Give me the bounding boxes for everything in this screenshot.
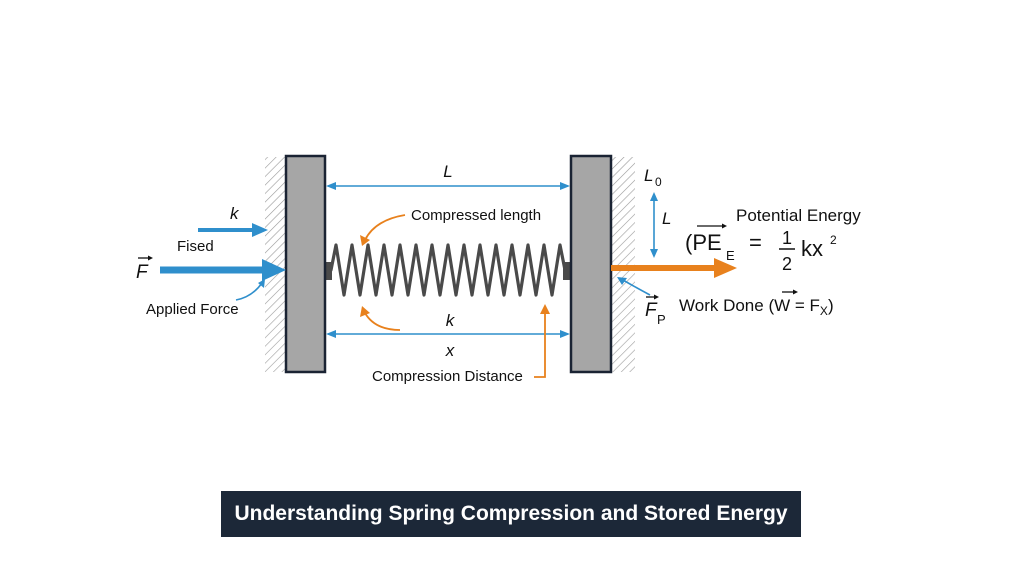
vector-arrow-F	[138, 255, 153, 261]
kx-exponent: 2	[830, 233, 837, 247]
caption-bar: Understanding Spring Compression and Sto…	[221, 491, 801, 537]
L0-label: L	[644, 166, 653, 185]
work-close: )	[828, 296, 834, 315]
L0-subscript: 0	[655, 175, 662, 189]
work-W: W	[774, 296, 790, 315]
potential-energy-label: Potential Energy	[736, 206, 861, 225]
left-wall-hatch	[265, 157, 286, 372]
work-sub: X	[820, 304, 828, 318]
pe-formula-open: (PE	[685, 230, 722, 255]
length-L-dimension	[326, 182, 570, 190]
kx-term: kx	[801, 236, 823, 261]
applied-force-label: Applied Force	[146, 301, 239, 318]
output-force-arrow	[611, 258, 737, 278]
L-vertical-dimension	[650, 192, 658, 258]
compression-distance-label: Compression Distance	[372, 368, 523, 385]
x-label: x	[445, 341, 455, 360]
L-right-label: L	[662, 209, 671, 228]
right-plate	[569, 154, 613, 374]
compressed-length-pointer	[360, 214, 406, 246]
work-done-label: Work Done (W = FX)	[679, 296, 834, 318]
caption-text: Understanding Spring Compression and Sto…	[234, 502, 788, 525]
compression-distance-pointer-right	[534, 304, 550, 378]
work-done-prefix: Work Done (	[679, 296, 774, 315]
work-eq: = F	[790, 296, 820, 315]
compressed-length-label: Compressed length	[411, 207, 541, 224]
applied-force-pointer	[235, 279, 265, 301]
fised-label: Fised	[177, 238, 214, 255]
fraction-denominator: 2	[782, 254, 792, 274]
spring-coil	[329, 243, 567, 297]
fraction-numerator: 1	[782, 228, 792, 248]
k-mid-label: k	[446, 311, 456, 330]
fp-label: F	[645, 300, 658, 321]
spring	[324, 243, 571, 297]
vector-arrow-W	[782, 289, 798, 295]
k-top-label: k	[230, 204, 240, 223]
fp-pointer	[617, 277, 651, 296]
force-vector-label: F	[136, 262, 149, 283]
compression-distance-pointer-left	[360, 306, 401, 331]
applied-force-arrow	[160, 259, 286, 281]
k-dimension	[326, 330, 570, 338]
left-plate	[284, 154, 327, 374]
fp-subscript: P	[657, 312, 666, 327]
right-wall-hatch	[611, 157, 635, 372]
pe-subscript: E	[726, 248, 735, 263]
length-L-label: L	[443, 162, 452, 181]
vector-arrow-Fp	[646, 294, 659, 300]
vector-arrow-PE	[697, 223, 727, 229]
pe-equals: =	[749, 230, 762, 255]
k-input-arrow	[198, 223, 268, 237]
